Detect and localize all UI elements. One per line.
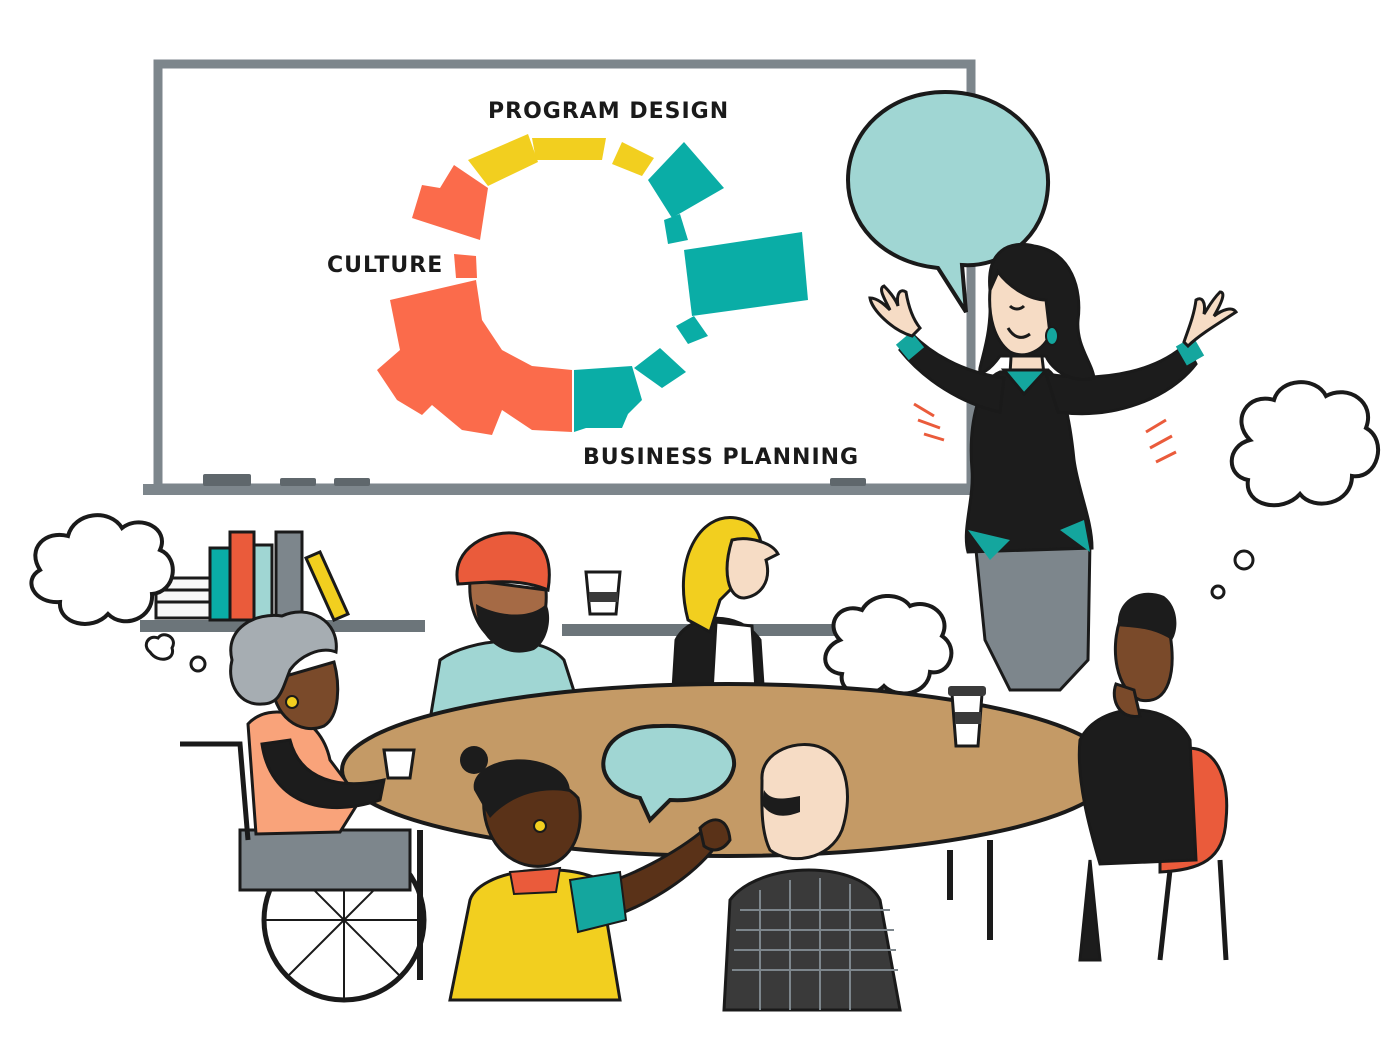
person-legs bbox=[1078, 859, 1102, 962]
presenter-smile bbox=[1006, 327, 1031, 339]
presenter-hand-left bbox=[868, 284, 923, 338]
book bbox=[154, 588, 214, 604]
person-young-woman bbox=[448, 746, 732, 1002]
coffee-cup-sleeve bbox=[589, 592, 618, 602]
book bbox=[154, 600, 214, 620]
person-arm bbox=[260, 738, 386, 809]
presenter-earring bbox=[1045, 326, 1059, 346]
marker bbox=[334, 478, 370, 486]
segment-wheel bbox=[377, 134, 808, 435]
shelf-left bbox=[140, 530, 425, 632]
person-face bbox=[270, 660, 340, 731]
segment-business-planning bbox=[648, 142, 724, 218]
book bbox=[304, 550, 350, 622]
wheelchair-spokes bbox=[264, 840, 424, 1000]
person-shirt-pattern bbox=[732, 878, 898, 1010]
presenter-arm-left bbox=[898, 331, 1006, 414]
segment-business-planning bbox=[664, 214, 688, 244]
person-hair bbox=[762, 790, 800, 816]
presenter bbox=[845, 89, 1239, 692]
segment-culture bbox=[377, 280, 572, 435]
thought-dot bbox=[189, 655, 207, 673]
segment-business-planning bbox=[684, 232, 808, 316]
book bbox=[274, 530, 304, 622]
person-body bbox=[1077, 708, 1198, 866]
thought-dot bbox=[1210, 584, 1226, 600]
thought-dot bbox=[144, 633, 175, 661]
wheelchair-seat bbox=[238, 828, 412, 892]
motion-lines bbox=[1145, 418, 1177, 464]
coffee-cup-sleeve bbox=[955, 712, 981, 724]
speech-bubble-table bbox=[601, 723, 737, 824]
segment-business-planning bbox=[676, 316, 708, 344]
person-hair-bun bbox=[460, 746, 488, 774]
person-hand bbox=[1112, 682, 1142, 718]
presenter-cuff bbox=[895, 331, 925, 361]
segment-program-design bbox=[612, 142, 654, 176]
label-business-planning: BUSINESS PLANNING bbox=[583, 445, 859, 470]
thought-dot bbox=[1233, 549, 1255, 571]
thought-cloud bbox=[1229, 380, 1381, 508]
person-hair bbox=[473, 759, 570, 818]
person-body bbox=[722, 868, 902, 1012]
segment-program-design bbox=[468, 134, 538, 186]
person-earring bbox=[533, 819, 547, 833]
person-sleeve bbox=[568, 870, 628, 934]
marker bbox=[280, 478, 316, 486]
person-hand bbox=[698, 818, 732, 852]
presenter-collar bbox=[1000, 368, 1050, 397]
marker bbox=[830, 478, 866, 486]
presenter-eye bbox=[1008, 304, 1026, 311]
person-head bbox=[1113, 618, 1174, 703]
person-woman-wheelchair bbox=[180, 610, 427, 1003]
chair-legs bbox=[1157, 859, 1229, 961]
presenter-face bbox=[988, 269, 1052, 357]
label-culture: CULTURE bbox=[327, 253, 443, 278]
presenter-hand-right bbox=[1182, 290, 1239, 349]
whiteboard-tray bbox=[143, 484, 981, 495]
motion-lines bbox=[913, 402, 945, 442]
segment-culture bbox=[454, 254, 477, 278]
book bbox=[208, 546, 232, 622]
presenter-arm-right bbox=[1043, 341, 1198, 416]
eraser bbox=[203, 474, 251, 486]
segment-program-design bbox=[532, 138, 606, 160]
segment-business-planning bbox=[634, 348, 686, 388]
person-beard bbox=[476, 604, 550, 653]
person-earring bbox=[285, 695, 299, 709]
presenter-shirt-hem bbox=[968, 530, 1010, 560]
person-shirt-collar bbox=[508, 866, 562, 896]
presenter-shirt-hem bbox=[1060, 520, 1090, 552]
coffee-cup-lid bbox=[948, 686, 986, 696]
person-face bbox=[725, 537, 781, 600]
book bbox=[252, 543, 274, 622]
presenter-legs bbox=[973, 538, 1092, 692]
person-hair bbox=[1117, 592, 1177, 640]
whiteboard: PROGRAM DESIGN CULTURE BUSINESS PLANNING bbox=[143, 59, 981, 495]
segment-culture bbox=[412, 165, 488, 240]
person-head bbox=[760, 743, 849, 861]
person-hair bbox=[229, 610, 338, 706]
person-shirt bbox=[710, 620, 758, 694]
person-turban bbox=[455, 531, 551, 593]
thought-cloud-left bbox=[29, 513, 207, 673]
presenter-cuff bbox=[1175, 336, 1205, 366]
wheelchair-handle bbox=[180, 741, 251, 841]
marker-tray-items bbox=[203, 474, 866, 486]
person-man-right bbox=[1077, 592, 1229, 962]
coffee-cup bbox=[382, 748, 416, 780]
thought-cloud bbox=[29, 513, 175, 626]
thought-cloud-right bbox=[1210, 380, 1381, 600]
segment-business-planning bbox=[574, 366, 642, 432]
person-bald-man bbox=[722, 743, 902, 1012]
label-program-design: PROGRAM DESIGN bbox=[488, 99, 729, 124]
book bbox=[228, 530, 256, 622]
presenter-torso bbox=[964, 368, 1094, 554]
thought-cloud bbox=[823, 593, 954, 697]
